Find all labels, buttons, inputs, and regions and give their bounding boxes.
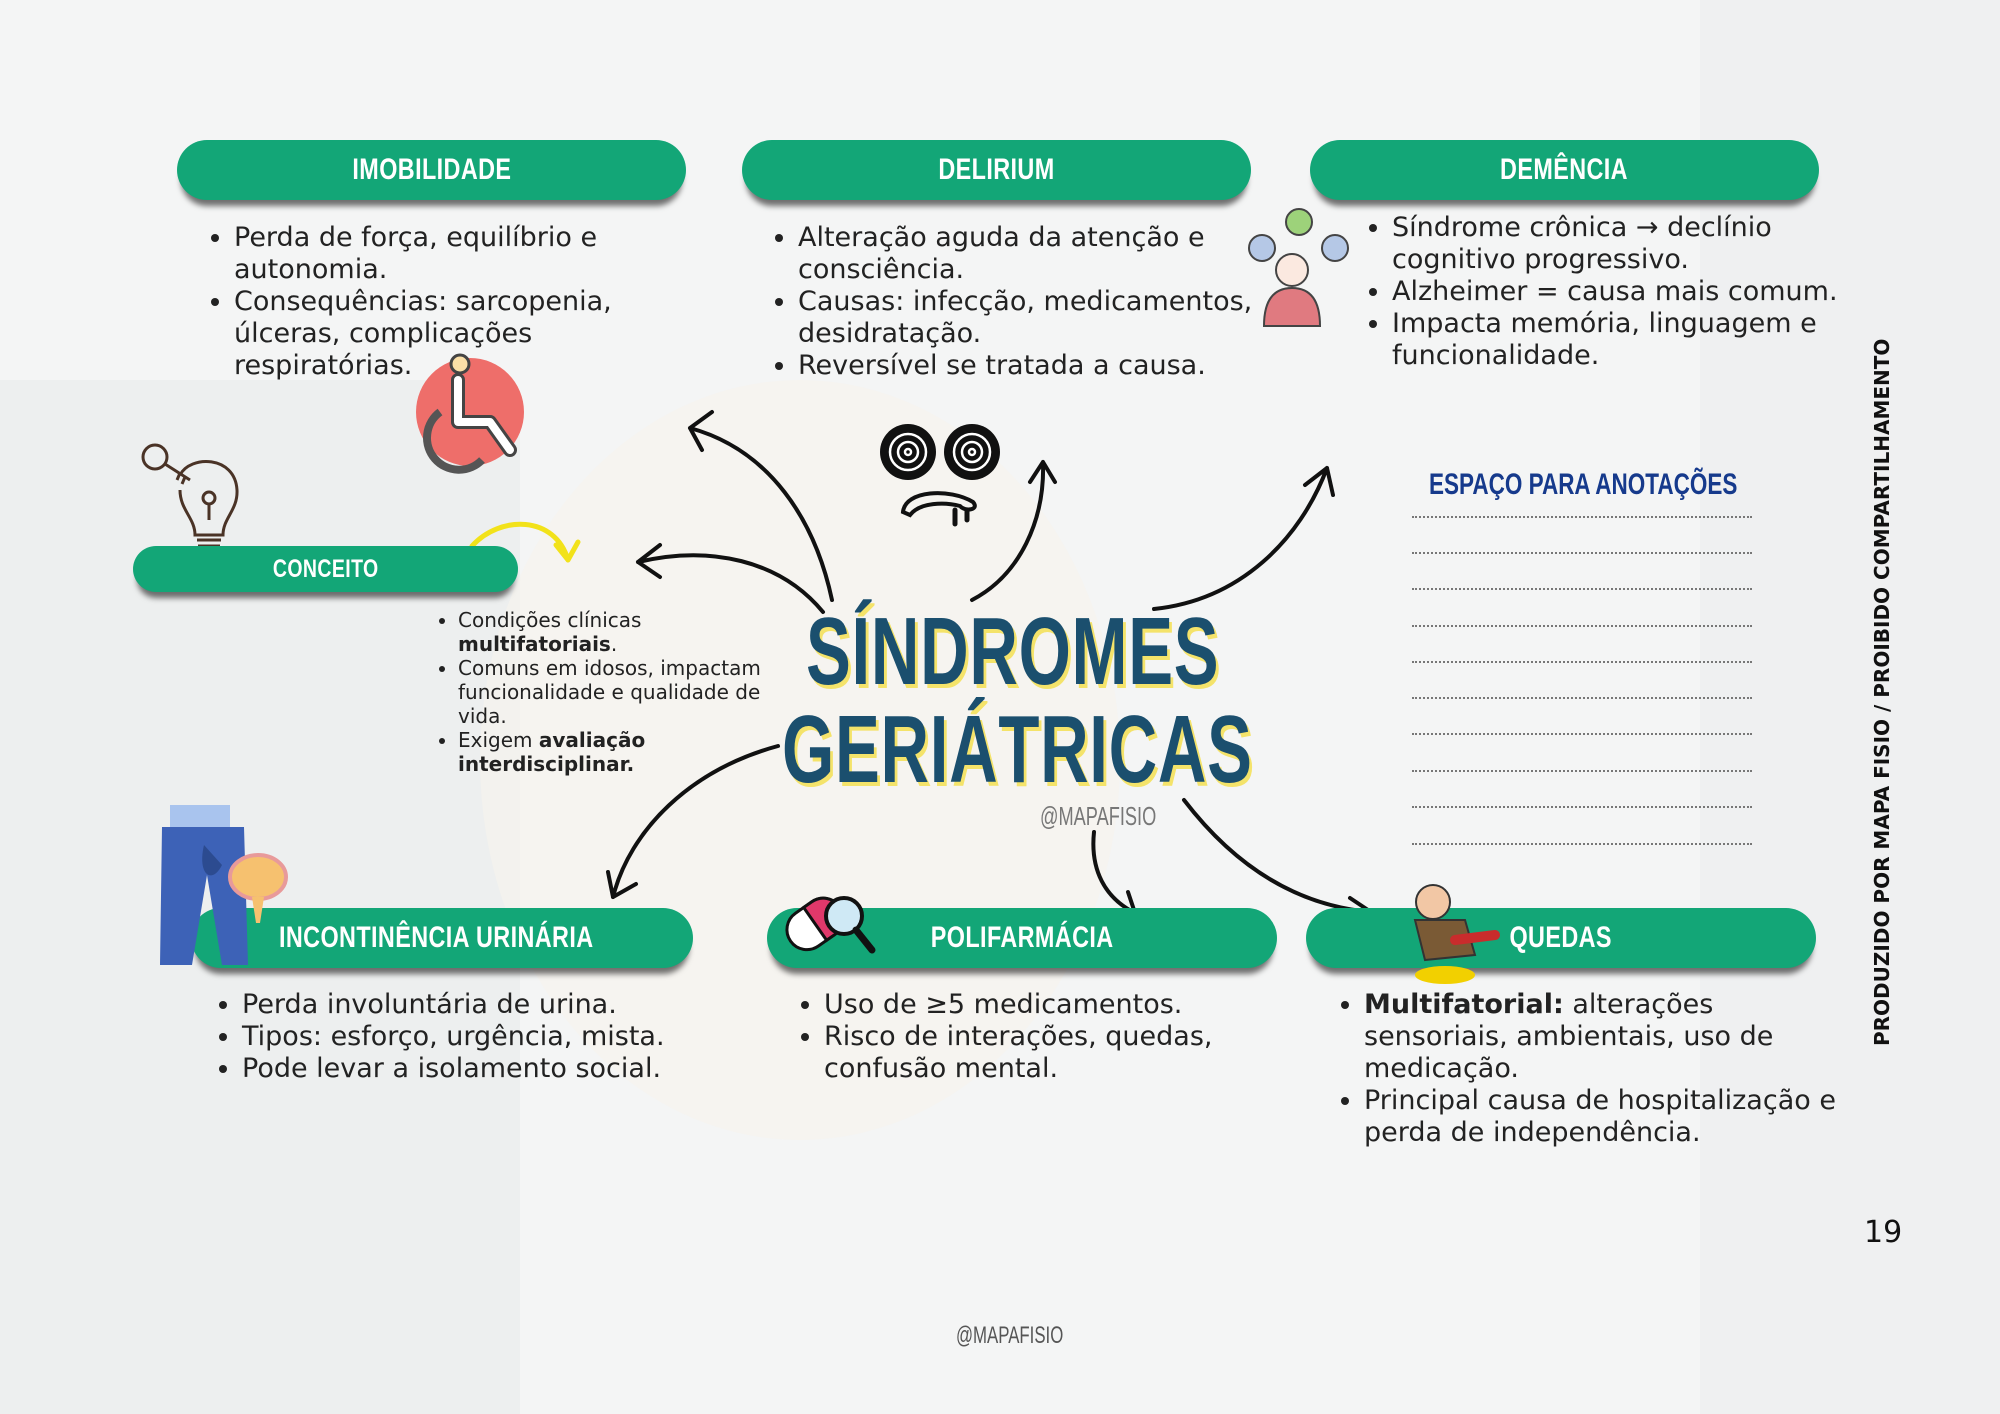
header-label: INCONTINÊNCIA URINÁRIA bbox=[279, 921, 594, 954]
notes-line[interactable] bbox=[1412, 625, 1752, 627]
item-text: Comuns em idosos, impactam funcionalidad… bbox=[458, 656, 761, 728]
delirium-list: Alteração aguda da atenção e consciência… bbox=[768, 222, 1288, 382]
list-item: Principal causa de hospitalização e perd… bbox=[1364, 1085, 1854, 1149]
notes-line[interactable] bbox=[1412, 770, 1752, 772]
header-label: DELIRIUM bbox=[938, 153, 1055, 186]
imobilidade-list: Perda de força, equilíbrio e autonomia. … bbox=[204, 222, 654, 382]
dizzy-face-icon bbox=[880, 424, 1000, 527]
header-label: DEMÊNCIA bbox=[1500, 153, 1629, 186]
background-shape bbox=[1700, 0, 2000, 1414]
item-text: . bbox=[610, 632, 618, 656]
list-item: Impacta memória, linguagem e funcionalid… bbox=[1392, 308, 1852, 372]
confused-person-icon bbox=[1248, 208, 1349, 327]
incontinencia-list: Perda involuntária de urina. Tipos: esfo… bbox=[212, 989, 742, 1085]
list-item: Reversível se tratada a causa. bbox=[798, 350, 1288, 382]
arrow-demencia bbox=[1152, 466, 1335, 611]
arrow-incontinencia bbox=[606, 744, 780, 899]
notes-line[interactable] bbox=[1412, 661, 1752, 663]
header-label: POLIFARMÁCIA bbox=[930, 921, 1114, 954]
list-item: Pode levar a isolamento social. bbox=[242, 1053, 742, 1085]
quedas-list: Multifatorial: alterações sensoriais, am… bbox=[1334, 989, 1854, 1149]
notes-line[interactable] bbox=[1412, 843, 1752, 845]
header-quedas: QUEDAS bbox=[1306, 908, 1816, 968]
list-item: Alteração aguda da atenção e consciência… bbox=[798, 222, 1288, 286]
notes-line[interactable] bbox=[1412, 588, 1752, 590]
wheelchair-icon bbox=[416, 353, 524, 474]
arrow-delirium bbox=[970, 460, 1057, 602]
demencia-list: Síndrome crônica → declínio cognitivo pr… bbox=[1362, 212, 1852, 372]
header-label: QUEDAS bbox=[1509, 921, 1613, 954]
item-text: Principal causa de hospitalização e perd… bbox=[1364, 1085, 1836, 1148]
header-conceito: CONCEITO bbox=[133, 546, 518, 592]
header-demencia: DEMÊNCIA bbox=[1310, 140, 1819, 200]
list-item: Causas: infecção, medicamentos, desidrat… bbox=[798, 286, 1288, 350]
list-item: Uso de ≥5 medicamentos. bbox=[824, 989, 1274, 1021]
header-imobilidade: IMOBILIDADE bbox=[177, 140, 686, 200]
footer-handle: @MAPAFISIO bbox=[956, 1322, 1064, 1349]
item-text: alterações sensoriais, ambientais, uso d… bbox=[1364, 989, 1774, 1084]
list-item: Multifatorial: alterações sensoriais, am… bbox=[1364, 989, 1854, 1085]
list-item: Consequências: sarcopenia, úlceras, comp… bbox=[234, 286, 654, 382]
polifarmacia-list: Uso de ≥5 medicamentos. Risco de interaç… bbox=[794, 989, 1274, 1085]
list-item: Perda de força, equilíbrio e autonomia. bbox=[234, 222, 654, 286]
list-item: Tipos: esforço, urgência, mista. bbox=[242, 1021, 742, 1053]
falling-person-icon bbox=[1413, 884, 1500, 984]
header-incontinencia: INCONTINÊNCIA URINÁRIA bbox=[191, 908, 693, 968]
title-handle: @MAPAFISIO bbox=[1040, 801, 1157, 831]
side-notice: PRODUZIDO POR MAPA FISIO / PROIBIDO COMP… bbox=[1870, 338, 1894, 1046]
incontinence-icon bbox=[160, 805, 288, 965]
list-item: Comuns em idosos, impactam funcionalidad… bbox=[458, 656, 788, 728]
conceito-list: Condições clínicas multifatoriais. Comun… bbox=[436, 608, 788, 776]
arrow-polifarmacia bbox=[1091, 830, 1137, 915]
notes-line[interactable] bbox=[1412, 697, 1752, 699]
list-item: Síndrome crônica → declínio cognitivo pr… bbox=[1392, 212, 1852, 276]
header-label: CONCEITO bbox=[272, 554, 379, 583]
item-bold: Multifatorial: bbox=[1364, 989, 1564, 1020]
lightbulb-key-icon bbox=[141, 443, 239, 554]
notes-line[interactable] bbox=[1412, 552, 1752, 554]
page-number: 19 bbox=[1864, 1215, 1903, 1250]
list-item: Perda involuntária de urina. bbox=[242, 989, 742, 1021]
header-label: IMOBILIDADE bbox=[351, 153, 511, 186]
notes-line[interactable] bbox=[1412, 516, 1752, 518]
item-text: Condições clínicas bbox=[458, 608, 642, 632]
list-item: Risco de interações, quedas, confusão me… bbox=[824, 1021, 1274, 1085]
notes-title: ESPAÇO PARA ANOTAÇÕES bbox=[1429, 468, 1738, 501]
arrow-quedas bbox=[1182, 798, 1373, 927]
item-bold: multifatoriais bbox=[458, 632, 611, 656]
arrow-conceito bbox=[636, 543, 825, 614]
item-text: Exigem bbox=[458, 728, 539, 752]
main-title-line1: SÍNDROMES bbox=[806, 598, 1220, 705]
yellow-arrow bbox=[469, 521, 581, 563]
background-shape bbox=[480, 380, 1120, 1140]
item-bold: avaliação interdisciplinar. bbox=[458, 728, 646, 776]
list-item: Condições clínicas multifatoriais. bbox=[458, 608, 788, 656]
notes-line[interactable] bbox=[1412, 806, 1752, 808]
notes-line[interactable] bbox=[1412, 733, 1752, 735]
main-title-line2: GERIÁTRICAS bbox=[782, 696, 1253, 803]
list-item: Alzheimer = causa mais comum. bbox=[1392, 276, 1852, 308]
list-item: Exigem avaliação interdisciplinar. bbox=[458, 728, 788, 776]
header-delirium: DELIRIUM bbox=[742, 140, 1251, 200]
arrow-imobilidade bbox=[688, 410, 834, 602]
medication-magnifier-icon bbox=[785, 896, 876, 954]
